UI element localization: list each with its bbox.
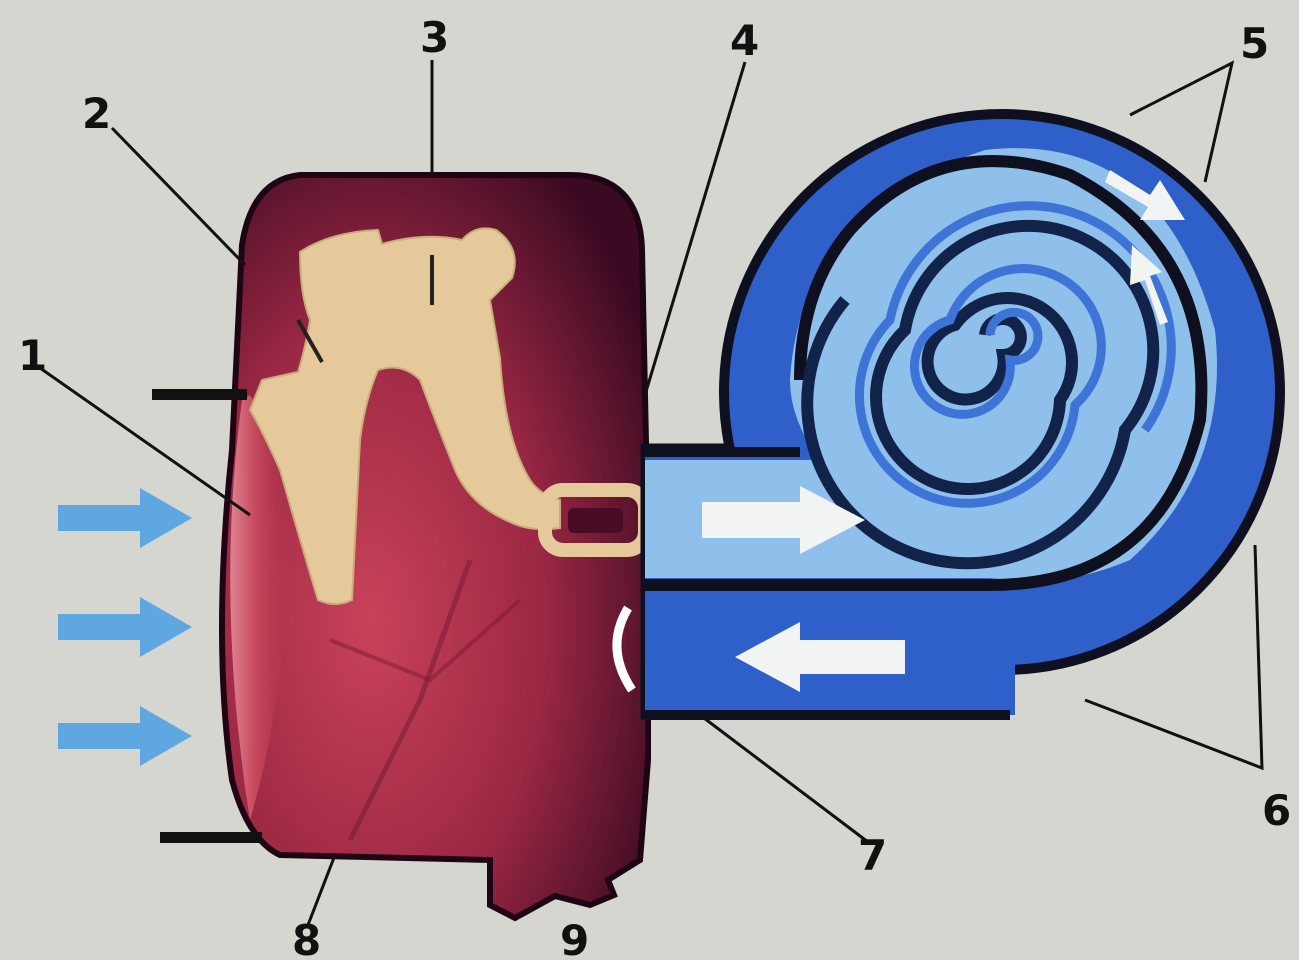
label-5: 5 (1240, 19, 1269, 68)
label-7: 7 (858, 831, 887, 880)
stapes-opening (568, 508, 623, 533)
label-4: 4 (730, 16, 759, 65)
label-1: 1 (18, 331, 47, 380)
ear-canal-lower-edge (160, 832, 262, 843)
label-2: 2 (82, 89, 111, 138)
label-6: 6 (1262, 786, 1291, 835)
label-8: 8 (292, 916, 321, 960)
label-9: 9 (560, 916, 589, 960)
ear-canal-upper-edge (152, 389, 247, 400)
label-3: 3 (420, 13, 449, 62)
